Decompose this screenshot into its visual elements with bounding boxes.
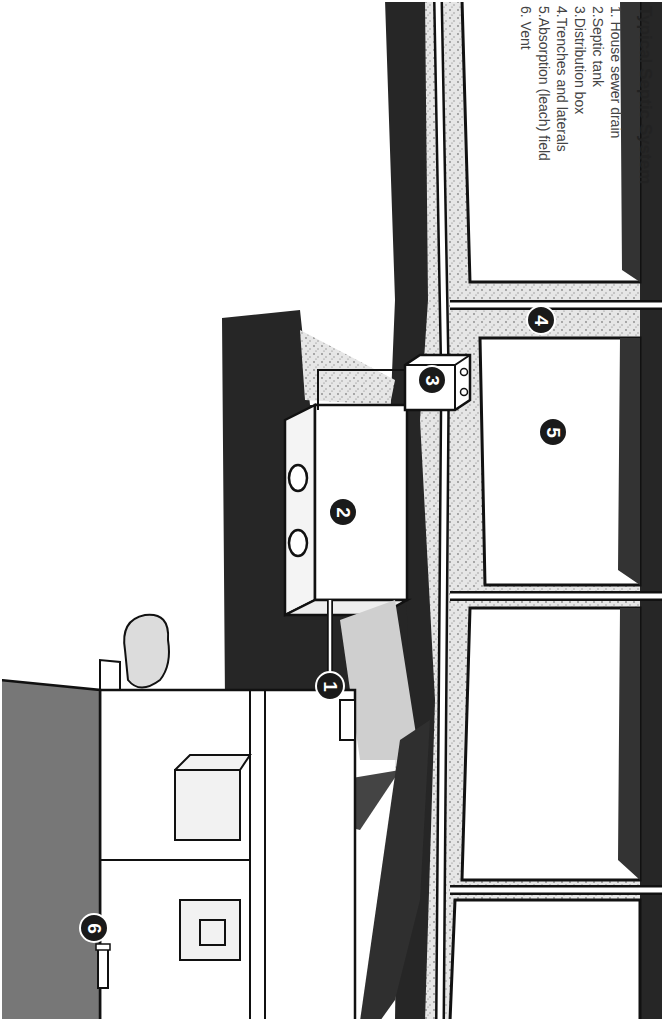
callout-badge: 5 (538, 417, 568, 447)
field-cell (450, 900, 640, 1021)
floor-line (249, 690, 251, 1021)
callout-number: 6 (84, 923, 103, 934)
house-roof (0, 680, 100, 1021)
list-item: 1. House sewer drain (607, 6, 625, 236)
bush (124, 615, 169, 688)
appliance (175, 755, 250, 840)
gravel-fill (300, 330, 395, 405)
list-item: 2.Septic tank (589, 6, 607, 236)
roof-edge (100, 660, 120, 690)
callout-badge: 1 (315, 671, 345, 701)
distribution-box (405, 355, 470, 410)
tank-top (285, 405, 315, 615)
floor-line (264, 690, 266, 1021)
callout-badge: 6 (79, 913, 109, 943)
dbox-port (461, 369, 468, 376)
diagram-title: Typical Septic System (635, 6, 655, 236)
dbox-edge (405, 355, 470, 410)
callout-badge: 2 (328, 497, 358, 527)
legend-block: Typical Septic System 1. House sewer drai… (530, 6, 655, 236)
callout-number: 5 (543, 427, 562, 438)
pipe-elbow (340, 700, 355, 740)
wall-line (100, 859, 250, 861)
callout-number: 2 (333, 507, 352, 518)
appliance (180, 900, 240, 960)
list-item: 3.Distribution box (571, 6, 589, 236)
callout-badge: 3 (417, 365, 447, 395)
field-cell (480, 338, 640, 585)
callout-number: 4 (531, 315, 550, 326)
gravel-bed (395, 0, 664, 1021)
soil-wedge (360, 720, 430, 1021)
callout-number: 3 (422, 375, 441, 386)
house-wall (100, 690, 355, 1021)
tank-lid (289, 530, 307, 556)
list-item: 4.Trenches and laterals (553, 6, 571, 236)
dbox-port (461, 389, 468, 396)
vent-pipe (98, 948, 108, 988)
field-cell (462, 608, 640, 880)
outlet-pipe (318, 370, 405, 410)
tank-lid (289, 465, 307, 491)
lateral-pipes (438, 0, 664, 1021)
callout-number: 1 (320, 681, 339, 692)
callout-badge: 4 (526, 305, 556, 335)
field-cell (462, 0, 640, 282)
list-item: 6. Vent (517, 6, 535, 236)
tank-body (315, 405, 407, 600)
list-item: 5.Absorption (leach) field (535, 6, 553, 236)
vent-cap (96, 944, 110, 950)
